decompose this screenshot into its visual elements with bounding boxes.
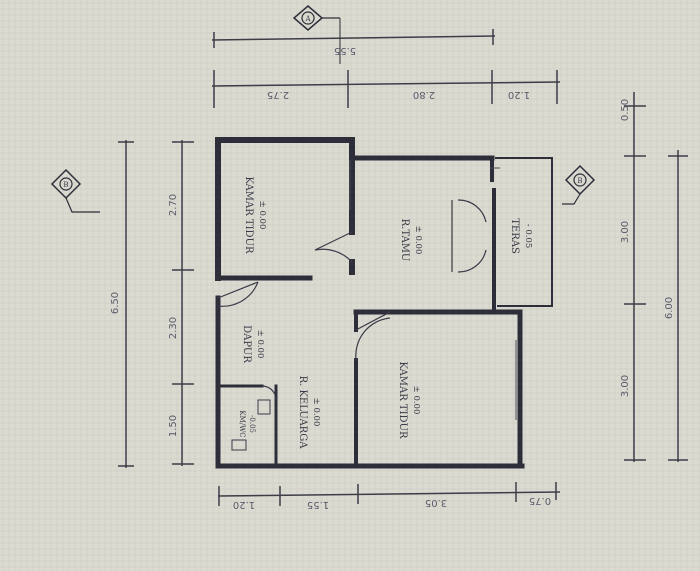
section-marker-left: B [50, 168, 100, 213]
room-bathroom: KM/WC -0.05 [238, 410, 256, 437]
dim-left-seg-1: 2.70 [168, 194, 179, 216]
room-bedroom-top: KAMAR TIDUR ± 0.00 [243, 176, 267, 254]
room-level-kitchen: ± 0.00 [255, 330, 265, 359]
bathroom-fixtures [231, 399, 271, 451]
walls [215, 137, 553, 469]
dim-top-total: 5.55 [334, 45, 356, 56]
room-label-bathroom: KM/WC [238, 410, 246, 437]
dim-line-top-total [211, 35, 496, 41]
dim-bottom-seg-2: 1.55 [307, 499, 329, 510]
room-family: R. KELUARGA ± 0.00 [297, 376, 321, 450]
room-level-bedroom-top: ± 0.00 [257, 201, 267, 230]
room-label-living: R.TAMU [399, 219, 410, 262]
room-level-bathroom: -0.05 [248, 415, 256, 433]
room-kitchen: DAPUR ± 0.00 [241, 325, 265, 363]
section-marker-right: B [562, 164, 596, 205]
room-label-kitchen: DAPUR [241, 325, 252, 363]
dim-bottom-seg-4: 0.75 [529, 495, 551, 506]
dim-bottom-seg-3: 3.05 [425, 497, 447, 508]
room-level-family: ± 0.00 [311, 398, 321, 427]
section-marker-top: A [292, 5, 341, 64]
dim-line-bottom [217, 491, 561, 497]
dim-left-total: 6.50 [110, 292, 121, 314]
room-label-bedroom-bottom: KAMAR TIDUR [397, 361, 408, 439]
dim-right-total: 6.00 [664, 297, 675, 319]
dim-left-seg-3: 1.50 [168, 415, 179, 437]
dim-bottom-seg-1: 1.20 [233, 499, 255, 510]
room-terrace: TERAS - 0.05 [509, 218, 533, 254]
room-label-bedroom-top: KAMAR TIDUR [243, 176, 254, 254]
room-label-family: R. KELUARGA [297, 376, 308, 450]
room-bedroom-bottom: KAMAR TIDUR ± 0.00 [397, 361, 421, 439]
dim-right-seg-2: 3.00 [620, 221, 631, 243]
dim-right-seg-3: 3.00 [620, 375, 631, 397]
room-level-bedroom-bottom: ± 0.00 [411, 386, 421, 415]
room-living: R.TAMU ± 0.00 [399, 219, 423, 262]
dim-line-top-segments [211, 81, 561, 87]
dim-top-seg-2: 2.80 [413, 89, 435, 100]
section-marker-right-label: B [577, 177, 582, 185]
room-level-living: ± 0.00 [413, 226, 423, 255]
window-marks [349, 160, 517, 420]
door-swings [217, 199, 487, 401]
section-marker-left-label: B [63, 181, 68, 189]
dim-top-seg-3: 1.20 [508, 89, 530, 100]
section-marker-top-label: A [304, 15, 311, 23]
room-level-terrace: - 0.05 [523, 224, 533, 249]
dim-left-seg-2: 2.30 [168, 317, 179, 339]
room-label-terrace: TERAS [509, 218, 520, 254]
dim-right-seg-1: 0.50 [620, 99, 631, 121]
dim-top-seg-1: 2.75 [267, 89, 289, 100]
